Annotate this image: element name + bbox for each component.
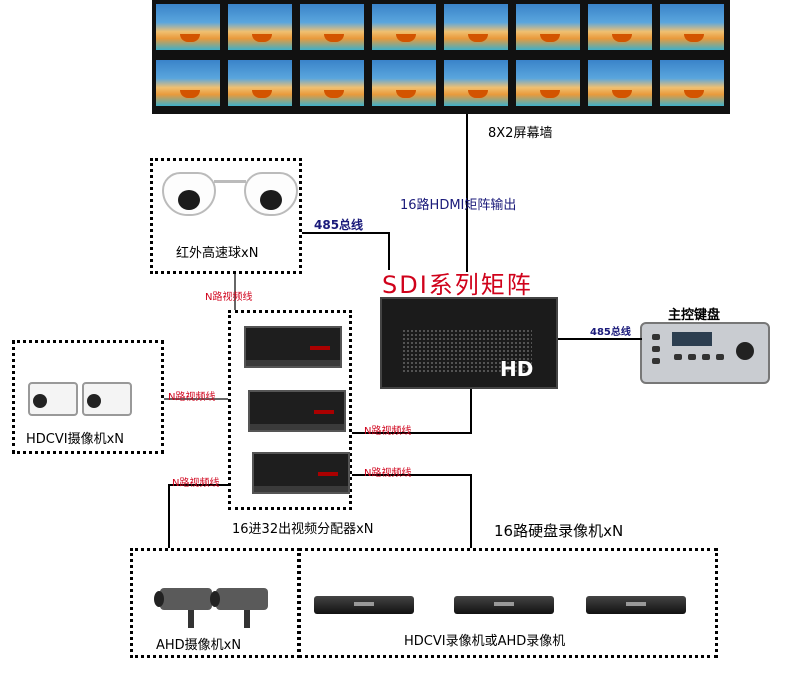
bus-line-dome-drop bbox=[388, 232, 390, 270]
wall-screen bbox=[298, 2, 366, 52]
wall-screen bbox=[442, 2, 510, 52]
wall-screen bbox=[370, 58, 438, 108]
wall-screen bbox=[658, 58, 726, 108]
matrix-vent-grid bbox=[402, 329, 532, 373]
wall-screen bbox=[586, 2, 654, 52]
hdcvi-camera-group bbox=[12, 340, 164, 454]
video-line-label-nvr: N路视频线 bbox=[364, 468, 412, 479]
video-line-label-dome: N路视频线 bbox=[205, 292, 253, 303]
wall-screen bbox=[514, 58, 582, 108]
ahd-camera-label: AHD摄像机xN bbox=[156, 638, 242, 653]
video-splitter-device bbox=[244, 326, 342, 368]
hdmi-output-label: 16路HDMI矩阵输出 bbox=[400, 198, 517, 213]
dome-camera-icon bbox=[162, 172, 216, 216]
hdmi-output-line bbox=[466, 114, 468, 272]
ahd-camera-icon bbox=[154, 588, 212, 628]
keyboard-joystick bbox=[736, 342, 754, 360]
video-line-label-hdcvi: N路视频线 bbox=[168, 392, 216, 403]
wall-screen bbox=[226, 2, 294, 52]
control-keyboard bbox=[640, 322, 770, 384]
keyboard-key bbox=[688, 354, 696, 360]
keyboard-key bbox=[702, 354, 710, 360]
video-line-matrix bbox=[352, 432, 472, 434]
video-line-matrix-rise bbox=[470, 389, 472, 434]
video-line-nvr bbox=[352, 474, 472, 476]
nvr-group-title: 16路硬盘录像机xN bbox=[494, 522, 624, 540]
sdi-matrix-device: HD bbox=[380, 297, 558, 389]
bullet-camera-icon bbox=[82, 382, 132, 416]
nvr-group bbox=[298, 548, 718, 658]
keyboard-display bbox=[672, 332, 712, 346]
video-line-hdcvi bbox=[164, 398, 228, 400]
dome-camera-label: 红外高速球xN bbox=[176, 246, 259, 261]
wall-screen bbox=[370, 2, 438, 52]
video-line-label-matrix: N路视频线 bbox=[364, 426, 412, 437]
hdcvi-camera-label: HDCVI摄像机xN bbox=[26, 432, 125, 447]
nvr-device bbox=[454, 596, 554, 614]
bus-line-keyboard bbox=[558, 338, 642, 340]
wall-screen bbox=[154, 58, 222, 108]
nvr-device bbox=[586, 596, 686, 614]
video-splitter-device bbox=[248, 390, 346, 432]
wall-screen bbox=[298, 58, 366, 108]
ahd-camera-icon bbox=[210, 588, 268, 628]
nvr-group-label: HDCVI录像机或AHD录像机 bbox=[404, 634, 566, 649]
wall-screen bbox=[154, 2, 222, 52]
nvr-device bbox=[314, 596, 414, 614]
dome-mount-bar bbox=[214, 180, 246, 183]
wall-screen bbox=[658, 2, 726, 52]
video-line-nvr-drop bbox=[470, 474, 472, 548]
wall-screen bbox=[586, 58, 654, 108]
matrix-brand: HD bbox=[500, 357, 534, 381]
wall-screen bbox=[442, 58, 510, 108]
wall-screen bbox=[226, 58, 294, 108]
keyboard-key bbox=[716, 354, 724, 360]
video-line-dome bbox=[234, 274, 236, 310]
keyboard-key bbox=[652, 334, 660, 340]
video-line-label-ahd: N路视频线 bbox=[172, 478, 220, 489]
video-wall bbox=[152, 0, 730, 114]
keyboard-key bbox=[674, 354, 682, 360]
bus-line-dome bbox=[302, 232, 390, 234]
splitter-label: 16进32出视频分配器xN bbox=[232, 522, 374, 537]
keyboard-label: 主控键盘 bbox=[668, 308, 721, 323]
keyboard-key bbox=[652, 346, 660, 352]
wall-screen bbox=[514, 2, 582, 52]
video-line-ahd bbox=[168, 484, 228, 486]
matrix-title: SDI系列矩阵 bbox=[382, 271, 533, 299]
keyboard-key bbox=[652, 358, 660, 364]
video-splitter-device bbox=[252, 452, 350, 494]
video-line-ahd-drop bbox=[168, 484, 170, 548]
bus-label-left: 485总线 bbox=[314, 218, 364, 232]
bullet-camera-icon bbox=[28, 382, 78, 416]
splitter-group bbox=[228, 310, 352, 510]
dome-camera-group bbox=[150, 158, 302, 274]
bus-label-right: 485总线 bbox=[590, 327, 631, 338]
dome-camera-icon bbox=[244, 172, 298, 216]
video-wall-label: 8X2屏幕墙 bbox=[488, 126, 553, 141]
